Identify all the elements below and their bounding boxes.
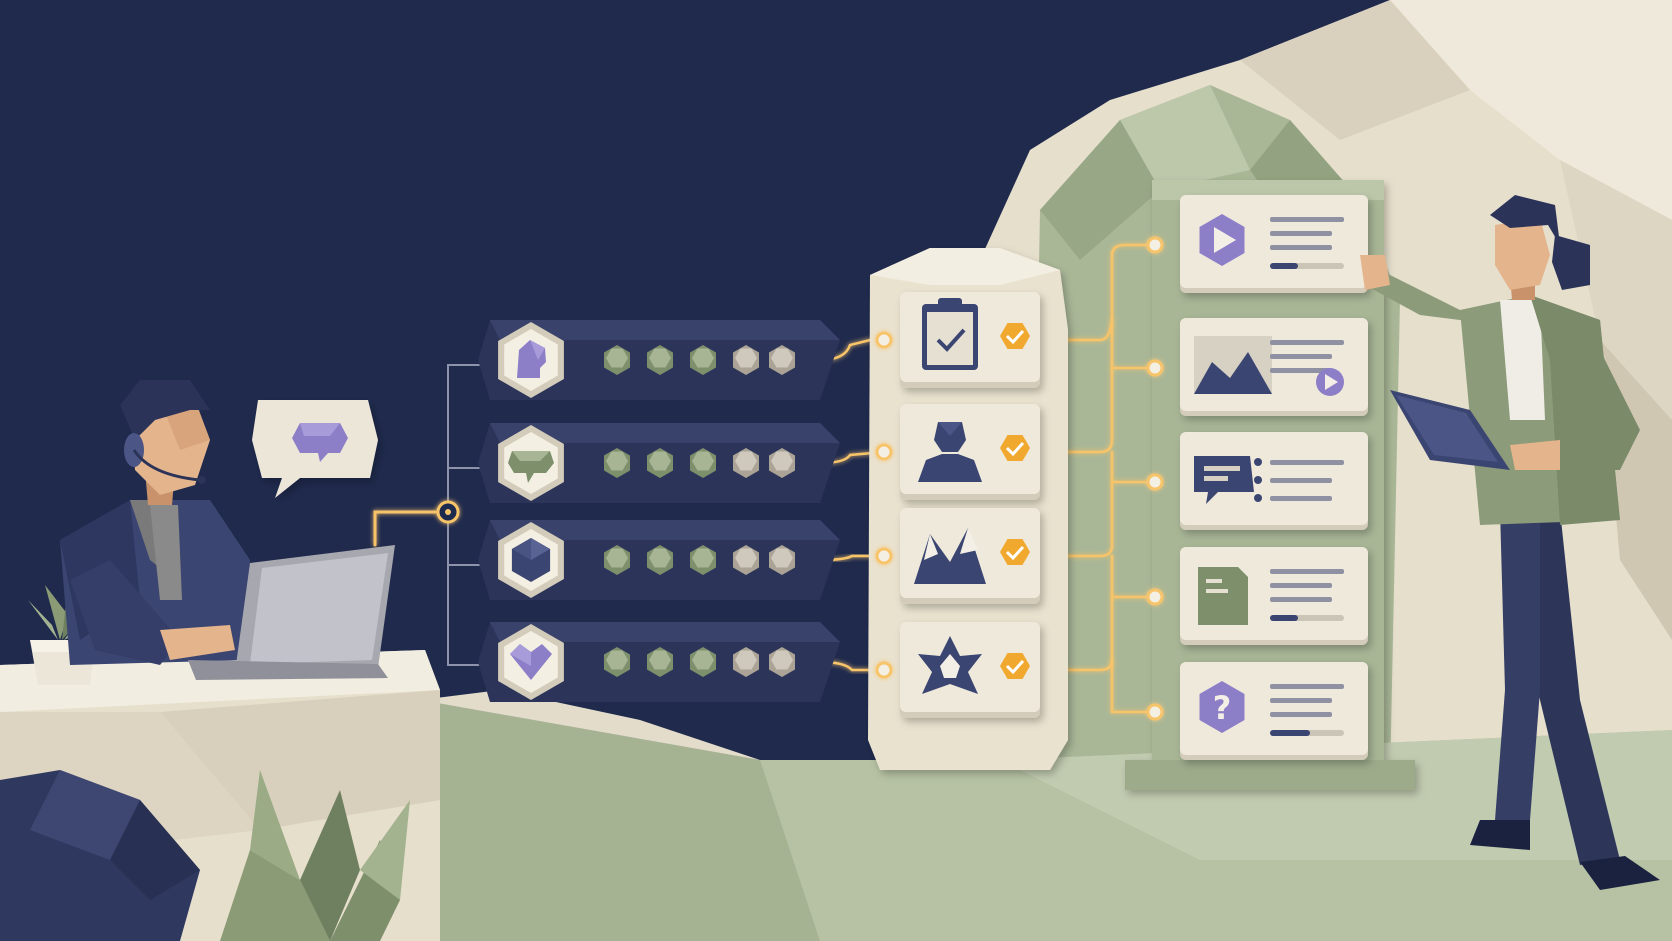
dark-boulder: [0, 770, 200, 941]
hexagon-gem-icon: [511, 538, 551, 582]
text-line: [1270, 569, 1344, 574]
text-line: [1270, 712, 1332, 717]
track-row: [478, 520, 840, 600]
connector-node: [1146, 588, 1164, 606]
landscape-image-icon: [1194, 336, 1272, 394]
right-card-list: ?: [1180, 195, 1368, 760]
text-line: [1270, 496, 1332, 501]
chat-message-icon: [1194, 456, 1254, 504]
right-connector-nodes: [1146, 236, 1164, 721]
text-line: [1270, 698, 1332, 703]
track-row: [478, 622, 840, 702]
plant-bottom: [220, 770, 410, 941]
progress-fill: [1270, 615, 1298, 621]
text-line: [1270, 684, 1344, 689]
svg-text:?: ?: [1213, 689, 1232, 727]
connector-node: [1146, 703, 1164, 721]
presenter: [1360, 195, 1660, 890]
text-line: [1270, 597, 1332, 602]
text-line: [1270, 354, 1332, 359]
text-line: [1270, 478, 1332, 483]
middle-card: [875, 292, 1040, 388]
text-line: [1270, 231, 1332, 236]
left-track-list: [478, 320, 840, 702]
text-line: [1270, 245, 1332, 250]
text-line: [1270, 340, 1344, 345]
heart-gem-icon: [510, 644, 552, 680]
support-agent: [60, 380, 250, 665]
laptop: [188, 545, 395, 680]
right-card: [1180, 318, 1368, 416]
check-badge-icon: [1000, 435, 1030, 461]
connector-node: [1146, 359, 1164, 377]
track-row: [478, 423, 840, 503]
right-card: [1180, 547, 1368, 645]
middle-card: [875, 404, 1040, 500]
right-card: ?: [1180, 662, 1368, 760]
check-badge-icon: [1000, 323, 1030, 349]
clipboard-check-icon: [922, 298, 978, 370]
chat-bubble-icon: [508, 451, 554, 483]
connector-node: [1146, 473, 1164, 491]
connector-node: [1146, 236, 1164, 254]
check-badge-icon: [1000, 653, 1030, 679]
text-line: [1270, 460, 1344, 465]
question-hexagon-icon: ?: [1199, 681, 1245, 733]
play-button-icon: [1316, 368, 1344, 396]
right-card: [1180, 195, 1368, 293]
star-icon: [918, 636, 982, 694]
speech-bubble: [252, 400, 378, 498]
text-line: [1270, 217, 1344, 222]
person-bust-icon: [918, 422, 982, 482]
check-badge-icon: [1000, 539, 1030, 565]
document-icon: [1198, 567, 1248, 625]
track-row: [478, 320, 840, 400]
text-line: [1270, 583, 1332, 588]
middle-card-list: [875, 292, 1040, 718]
progress-fill: [1270, 263, 1298, 269]
middle-card: [875, 622, 1040, 718]
mountains-icon: [914, 528, 986, 584]
text-line: [1270, 368, 1332, 373]
play-video-icon: [1199, 214, 1245, 266]
user-head-icon: [517, 340, 546, 378]
right-card: [1180, 432, 1368, 530]
middle-card: [875, 508, 1040, 604]
progress-fill: [1270, 730, 1310, 736]
